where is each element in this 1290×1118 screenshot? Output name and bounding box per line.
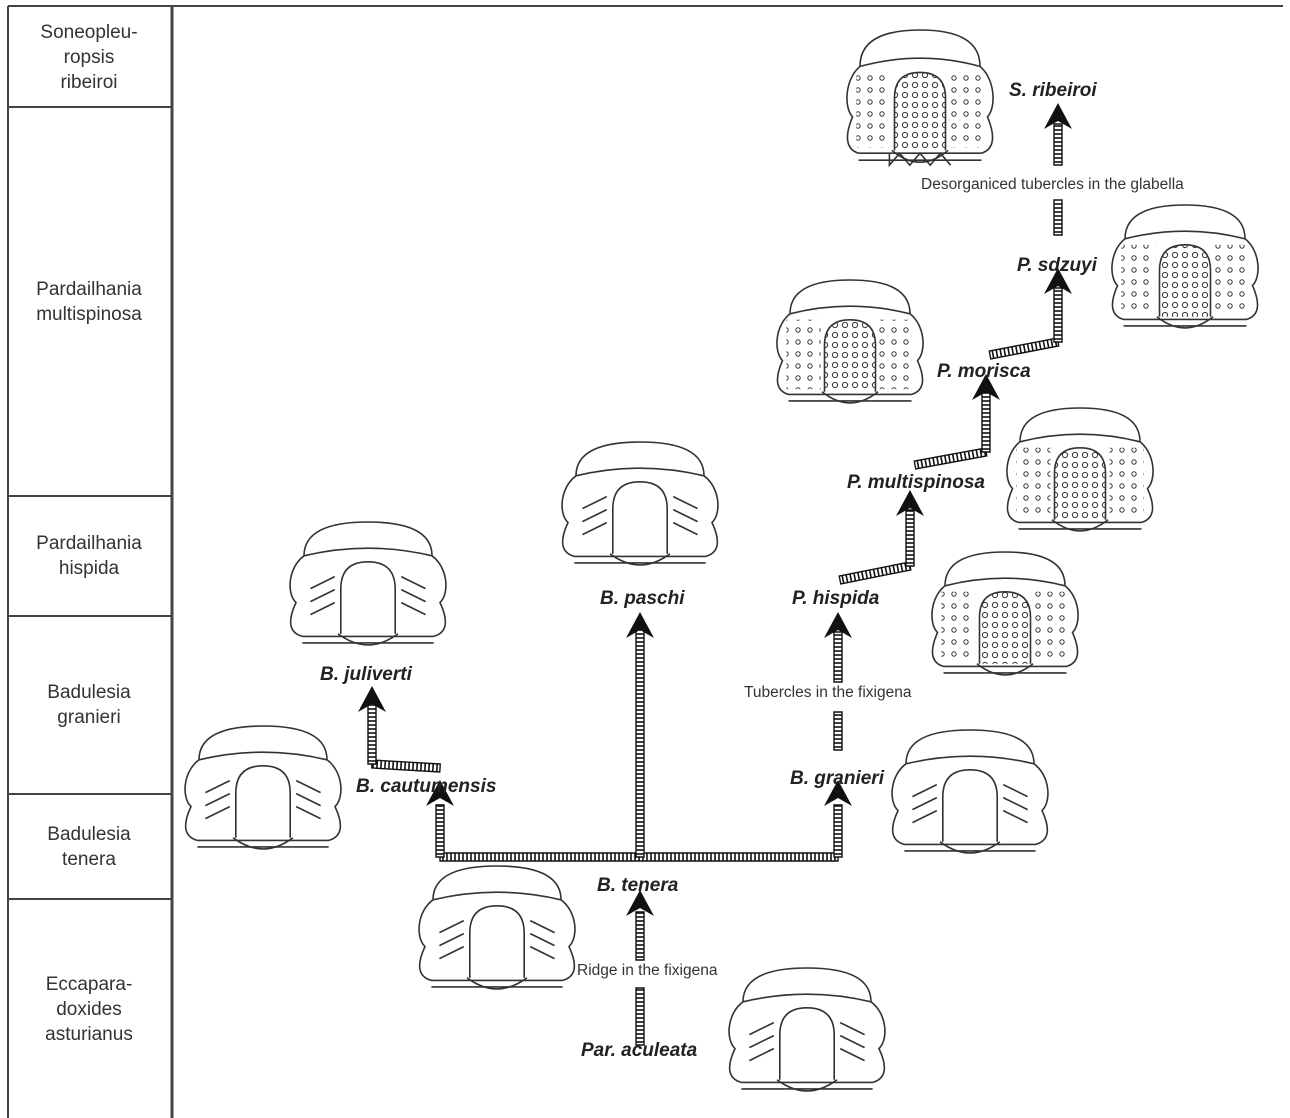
annotation-glabella-tubercles: Desorganiced tubercles in the glabella [921,176,1184,193]
arrowhead-hispida [824,612,852,638]
taxon-b-cautumensis: B. cautumensis [356,776,496,797]
path-aculeata-lower [635,987,645,1046]
taxon-s-ribeiroi: S. ribeiroi [1009,80,1097,101]
cranidium-b-paschi [561,441,719,566]
cranidium-p-sdzuyi [1111,204,1259,329]
path-aculeata-upper [635,911,645,961]
cranidium-p-morisca [776,279,924,404]
taxon-b-juliverti: B. juliverti [320,664,413,685]
cranidium-b-cautumensis [184,725,342,850]
taxon-labels: S. ribeiroi P. sdzuyi P. morisca P. mult… [320,80,1098,1061]
arrowhead-tenera [626,890,654,916]
arrowhead-ribeiroi [1044,103,1072,129]
character-annotations: Desorganiced tubercles in the glabella T… [577,176,1184,979]
arrowhead-multispinosa [896,490,924,516]
annotation-fixigena-tubercles: Tubercles in the fixigena [744,684,912,701]
path-cautumensis-bend [371,759,441,773]
arrowhead-juliverti [358,686,386,712]
path-to-paschi [635,629,645,858]
path-to-hispida [833,631,843,683]
taxon-p-morisca: P. morisca [937,361,1031,382]
taxon-p-sdzuyi: P. sdzuyi [1017,255,1098,276]
path-sdzuyi-upper [1053,199,1063,236]
path-to-sdzuyi [1053,287,1063,343]
path-multispinosa-bend [913,447,988,470]
arrowhead-sdzuyi [1044,268,1072,294]
path-to-juliverti [367,699,377,765]
path-to-cautumensis [435,804,445,858]
zone-frame [7,5,1283,1118]
path-granieri-upper [833,711,843,751]
cranidium-s-ribeiroi [846,29,994,168]
path-to-granieri [833,804,843,858]
path-morisca-bend [988,337,1060,360]
taxon-b-tenera: B. tenera [597,875,679,896]
taxon-par-aculeata: Par. aculeata [581,1040,698,1061]
cranidia-illustrations [184,29,1259,1092]
arrowheads [358,103,1072,916]
cranidium-p-hispida [931,551,1079,676]
path-to-morisca [981,391,991,453]
taxon-b-paschi: B. paschi [600,588,685,609]
cranidium-p-multispinosa [1006,407,1154,532]
arrowhead-paschi [626,612,654,638]
path-to-multispinosa [905,509,915,567]
taxon-b-granieri: B. granieri [790,768,885,789]
cranidium-b-tenera [418,865,576,990]
arrowhead-cautumensis [426,780,454,806]
taxon-p-multispinosa: P. multispinosa [847,472,985,493]
path-to-ribeiroi [1053,123,1063,166]
path-hispida-bend [838,561,912,585]
annotation-fixigena-ridge: Ridge in the fixigena [577,962,718,979]
cranidium-par-aculeata [728,967,886,1092]
arrowhead-morisca [972,374,1000,400]
cranidium-b-granieri [891,729,1049,854]
taxon-p-hispida: P. hispida [792,588,880,609]
cranidium-b-juliverti [289,521,447,646]
arrowhead-granieri [824,780,852,806]
lineage-paths [367,123,1063,1046]
